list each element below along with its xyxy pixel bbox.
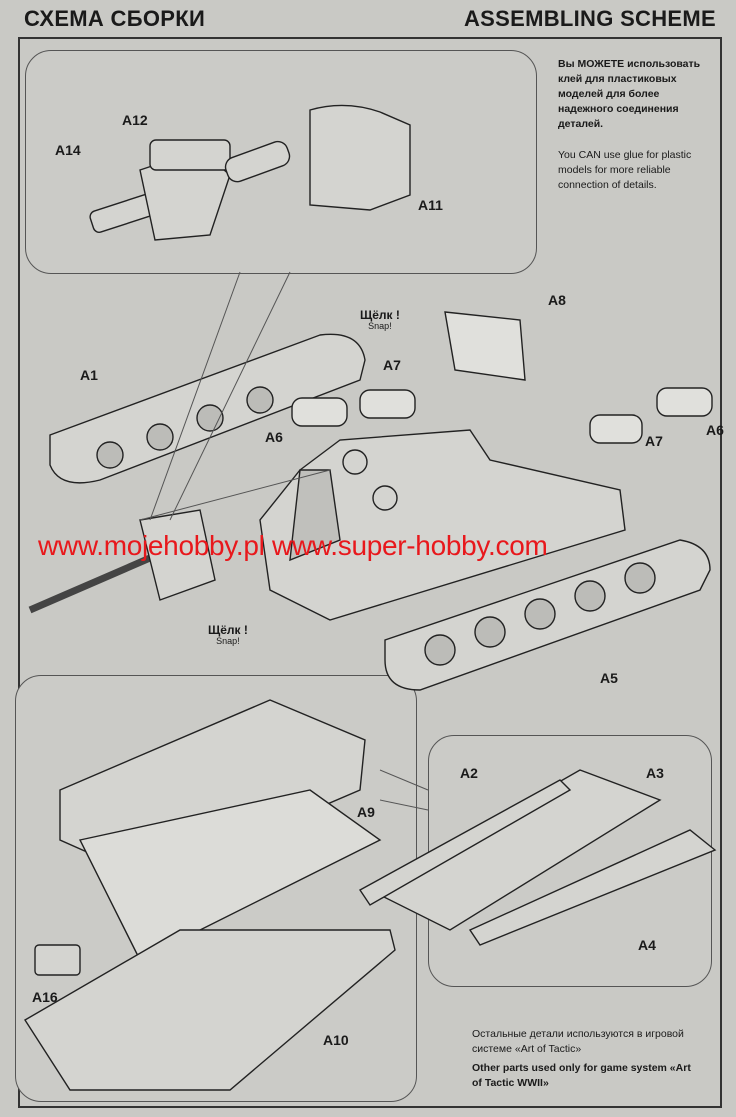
callout-pointers <box>139 271 429 811</box>
snap-callout-bottom: Щёлк !Snap! <box>208 623 248 647</box>
part-label-a2: A2 <box>460 765 478 781</box>
part-label-a1: A1 <box>80 367 98 383</box>
page-frame <box>18 38 722 1108</box>
watermark: www.mojehobby.pl www.super-hobby.com <box>38 530 548 561</box>
part-label-a5: A5 <box>600 670 618 686</box>
header-divider <box>18 37 722 39</box>
footer-note-en: Other parts used only for game system «A… <box>472 1062 691 1089</box>
part-label-a7: A7 <box>383 357 401 373</box>
lower-hull-parts <box>24 699 717 1091</box>
part-label-a7-right: A7 <box>645 433 663 449</box>
part-label-a12: A12 <box>122 112 148 128</box>
part-label-a9: A9 <box>357 804 375 820</box>
snap-label-ru: Щёлк ! <box>360 308 400 322</box>
fuel-tanks <box>291 311 713 444</box>
gun-assembly-parts <box>89 104 411 241</box>
part-label-a14: A14 <box>55 142 81 158</box>
part-label-a8: A8 <box>548 292 566 308</box>
title-ru: СХЕМА СБОРКИ <box>24 6 206 31</box>
title-en: ASSEMBLING SCHEME <box>463 6 716 31</box>
snap-callout-top: Щёлк !Snap! <box>360 308 400 332</box>
part-label-a10: A10 <box>323 1032 349 1048</box>
glue-note-en: You CAN use glue for plastic models for … <box>558 149 692 191</box>
part-label-a16: A16 <box>32 989 58 1005</box>
tank-tracks <box>49 333 711 691</box>
tank-hull <box>28 429 626 621</box>
part-label-a3: A3 <box>646 765 664 781</box>
snap-label-en: Snap! <box>216 636 240 646</box>
part-label-a4: A4 <box>638 937 656 953</box>
snap-label-en: Snap! <box>368 321 392 331</box>
snap-label-ru: Щёлк ! <box>208 623 248 637</box>
part-label-a6-right: A6 <box>706 422 724 438</box>
part-label-a11: A11 <box>418 197 443 213</box>
glue-note-ru: Вы МОЖЕТЕ использовать клей для пластико… <box>558 58 701 130</box>
part-label-a6: A6 <box>265 429 283 445</box>
footer-note-ru: Остальные детали используются в игровой … <box>472 1028 684 1055</box>
